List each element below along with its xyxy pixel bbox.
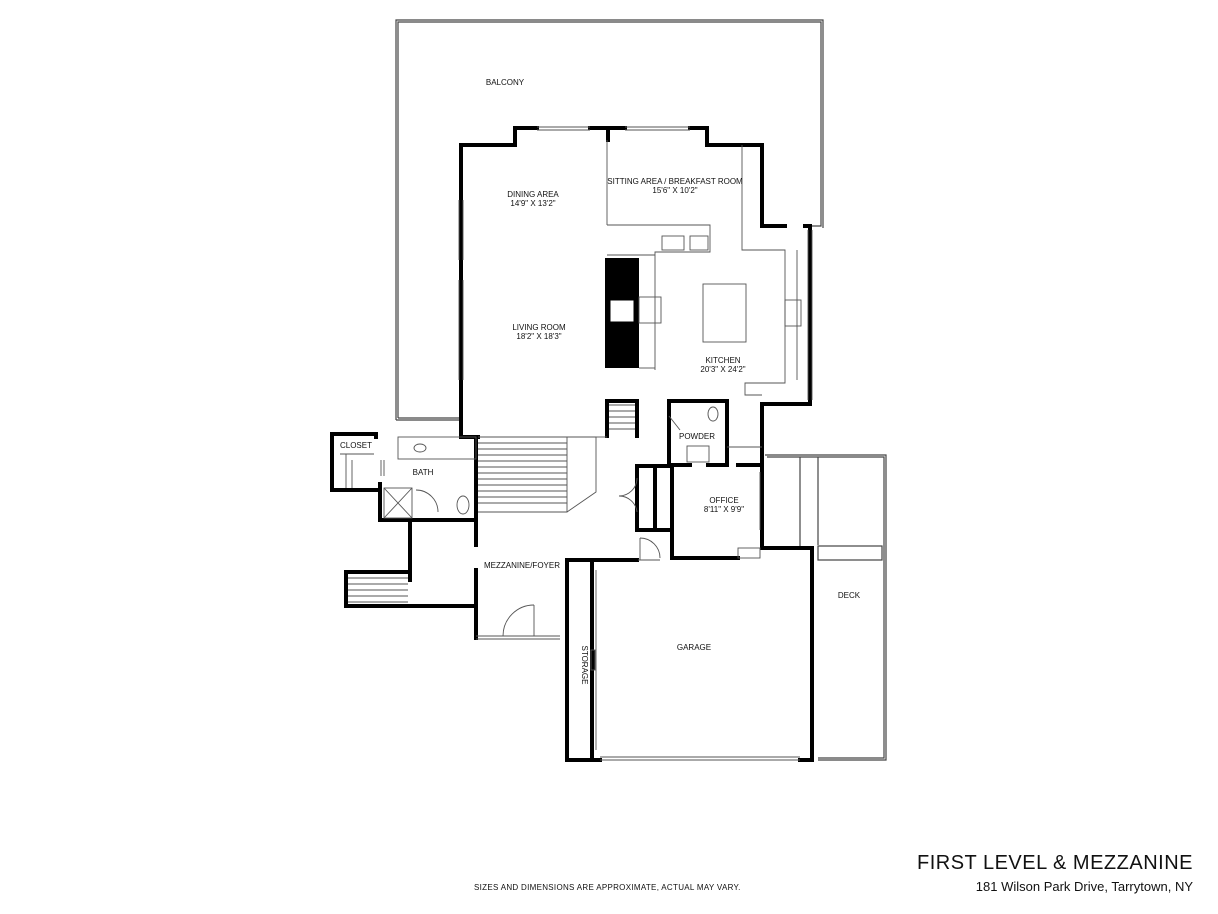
deck-label: DECK bbox=[838, 591, 861, 600]
office-dims: 8'11" X 9'9" bbox=[704, 505, 744, 514]
disclaimer-note: SIZES AND DIMENSIONS ARE APPROXIMATE, AC… bbox=[474, 883, 741, 892]
powder-label: POWDER bbox=[679, 432, 715, 441]
bath-label: BATH bbox=[413, 468, 434, 477]
balcony-outline bbox=[395, 19, 824, 421]
living-label: LIVING ROOM bbox=[512, 323, 566, 332]
garage-label: GARAGE bbox=[677, 643, 711, 652]
property-address: 181 Wilson Park Drive, Tarrytown, NY bbox=[975, 879, 1193, 894]
room-labels: BALCONY DINING AREA 14'9" X 13'2" SITTIN… bbox=[340, 78, 861, 684]
interior-details bbox=[340, 126, 813, 761]
dining-dims: 14'9" X 13'2" bbox=[510, 199, 555, 208]
mezzanine-label: MEZZANINE/FOYER bbox=[484, 561, 560, 570]
floor-title: FIRST LEVEL & MEZZANINE bbox=[916, 852, 1193, 874]
living-dims: 18'2" X 18'3" bbox=[516, 332, 561, 341]
main-walls bbox=[330, 126, 814, 762]
kitchen-dims: 20'3" X 24'2" bbox=[700, 365, 745, 374]
dining-label: DINING AREA bbox=[507, 190, 559, 199]
sitting-dims: 15'6" X 10'2" bbox=[652, 186, 697, 195]
sitting-label: SITTING AREA / BREAKFAST ROOM bbox=[607, 177, 743, 186]
kitchen-label: KITCHEN bbox=[705, 356, 740, 365]
office-label: OFFICE bbox=[709, 496, 738, 505]
deck-outline bbox=[765, 454, 887, 761]
closet-label: CLOSET bbox=[340, 441, 372, 450]
balcony-label: BALCONY bbox=[486, 78, 525, 87]
storage-label: STORAGE bbox=[580, 646, 589, 685]
